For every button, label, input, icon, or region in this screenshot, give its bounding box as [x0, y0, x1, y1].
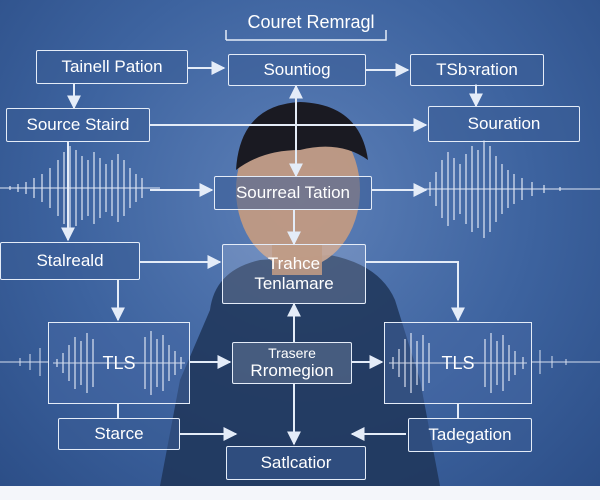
node-souration: Souration	[428, 106, 580, 142]
waveform-bottom-left-tail	[0, 348, 48, 376]
waveform-left-icon	[53, 331, 185, 395]
node-trahce-line2: Tenlamare	[254, 274, 334, 293]
node-tainell-pation: Tainell Pation	[36, 50, 188, 84]
waveform-bottom-right-tail	[532, 350, 600, 374]
node-trasere-line2: Rromegion	[250, 361, 334, 381]
node-stalreald: Stalreald	[0, 242, 140, 280]
bottom-edge-strip	[0, 486, 600, 500]
tls-label-left: TLS	[102, 352, 136, 373]
node-trahce-line1: Trahce	[267, 254, 321, 274]
waveform-top-right	[420, 140, 600, 238]
node-tsbration: TSbꝛration	[410, 54, 544, 86]
waveform-panel-right: TLS	[384, 322, 532, 404]
node-source-staird: Source Staird	[6, 108, 150, 142]
tls-label-right: TLS	[441, 352, 475, 373]
node-trasere-rromegion: Trasere Rromegion	[232, 342, 352, 384]
diagram-title: Couret Remragl	[247, 12, 375, 32]
waveform-right-icon	[389, 333, 527, 393]
node-satlcatior: Satlcatior	[226, 446, 366, 480]
node-starce: Starce	[58, 418, 180, 450]
node-sourreal-tation: Sourreal Tation	[214, 176, 372, 210]
waveform-panel-left: TLS	[48, 322, 190, 404]
connector-arrows	[61, 30, 483, 446]
waveform-top-left	[0, 146, 160, 230]
node-trahce-tenlamare: Trahce Tenlamare	[222, 244, 366, 304]
node-trasere-line1: Trasere	[268, 345, 316, 362]
node-tadegation: Tadegation	[408, 418, 532, 452]
node-sountiog: Sountiog	[228, 54, 366, 86]
